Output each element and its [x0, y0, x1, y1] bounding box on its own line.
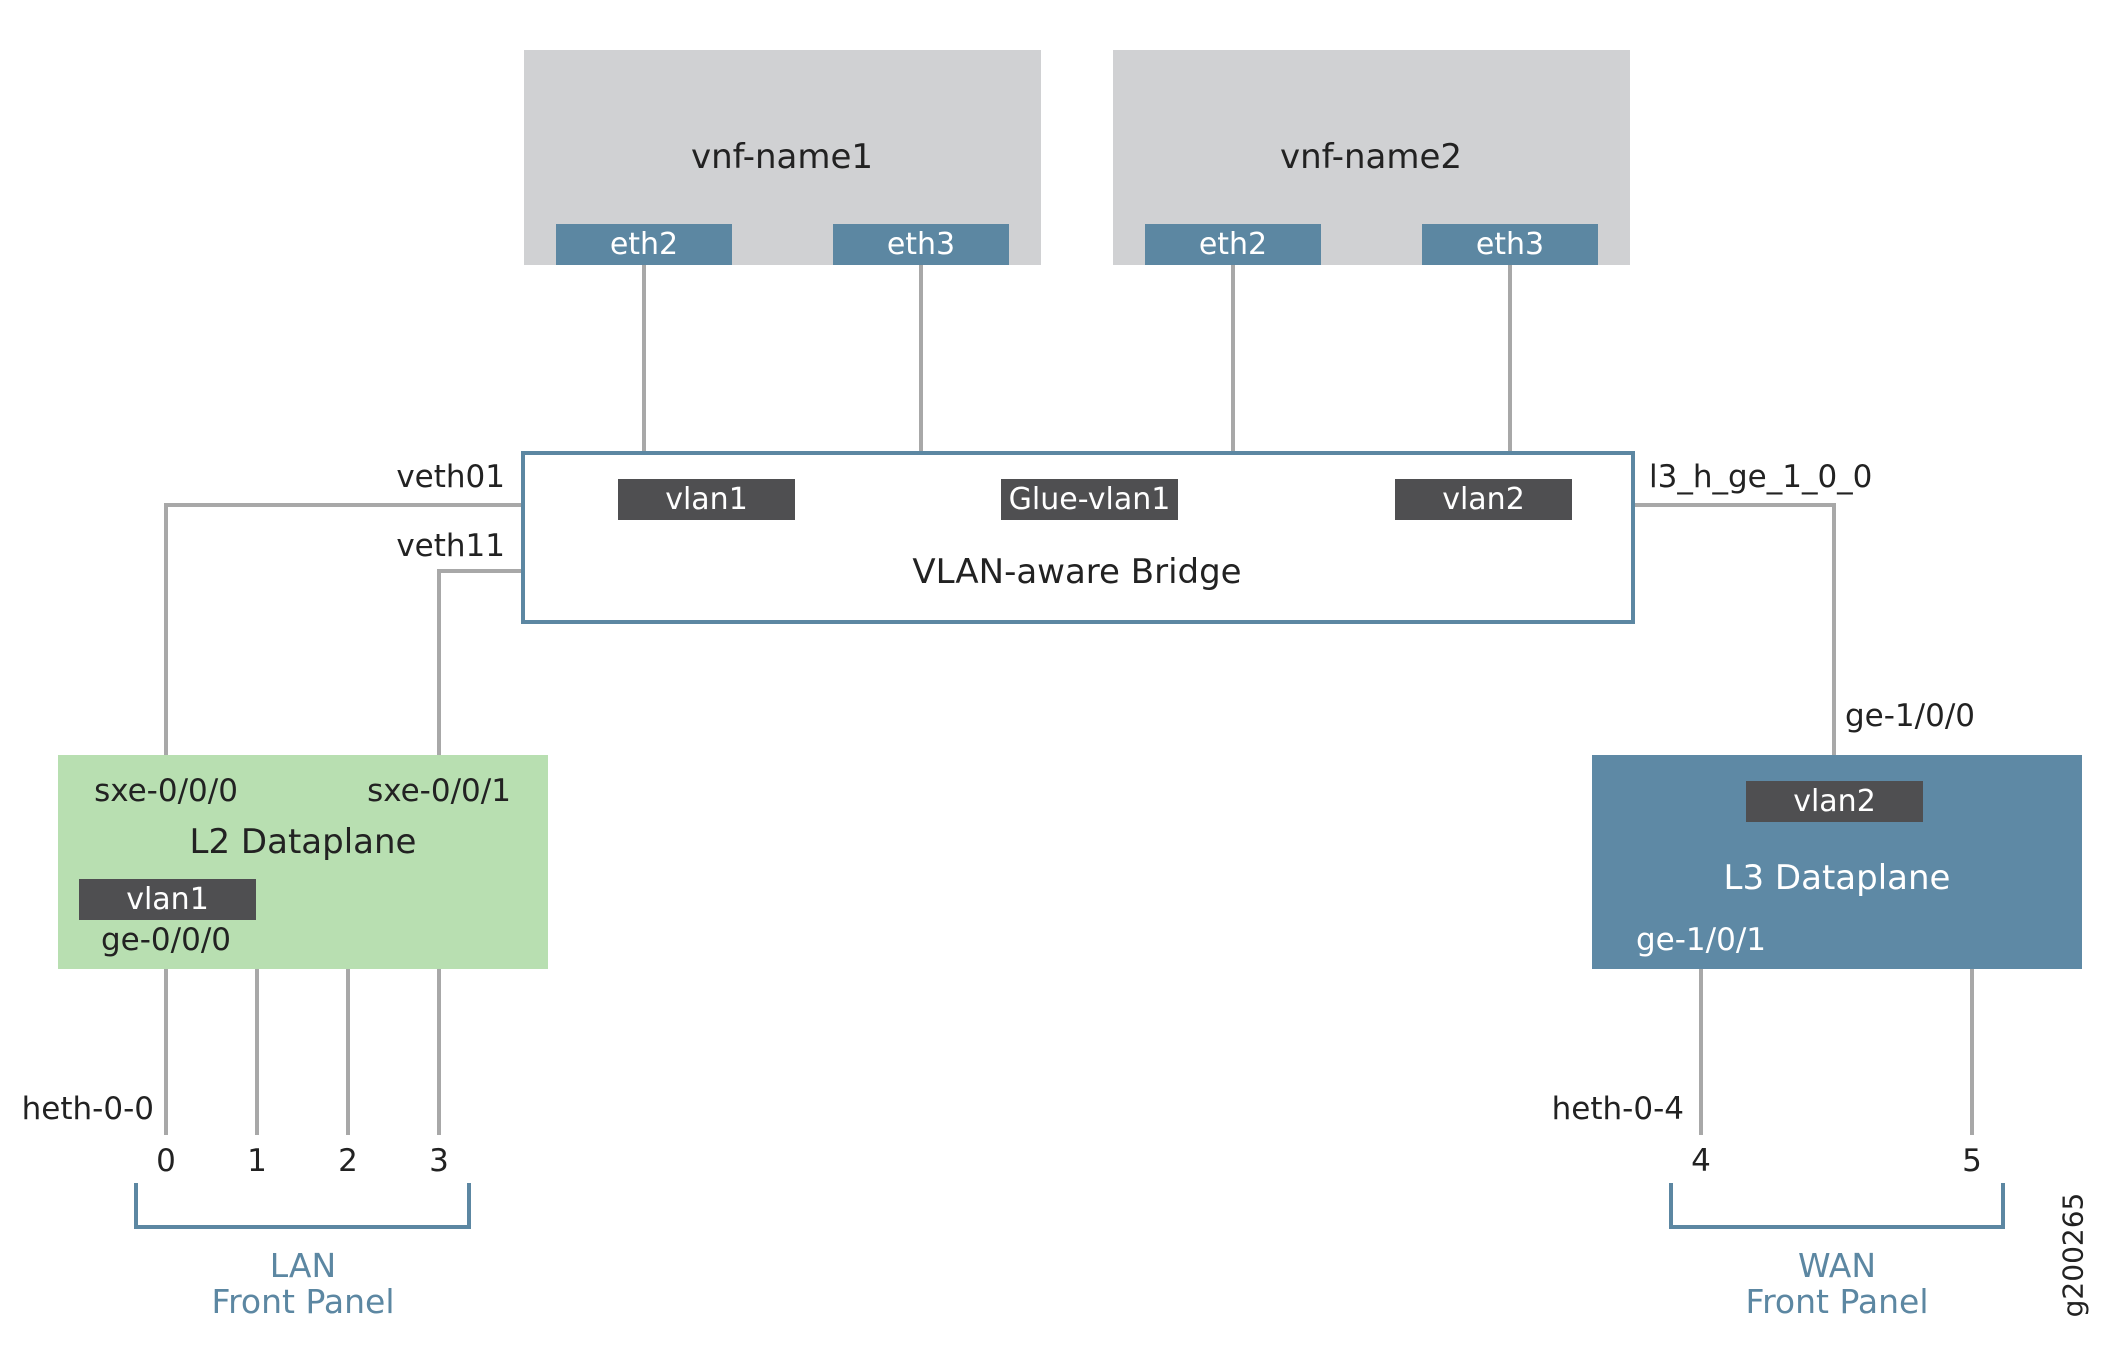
- lan-front-panel-label: LAN Front Panel: [212, 1248, 395, 1320]
- l3-host-port-label: l3_h_ge_1_0_0: [1649, 459, 1873, 495]
- vnf-title: vnf-name2: [1279, 137, 1463, 177]
- ge-0-0-0-label: ge-0/0/0: [101, 922, 231, 958]
- wire-l3-uplink: [1633, 503, 1836, 755]
- heth-0-0-label: heth-0-0: [21, 1091, 154, 1127]
- wan-port-5: 5: [1962, 1143, 1982, 1179]
- sxe-0-0-0-label: sxe-0/0/0: [94, 773, 238, 809]
- heth-0-4-label: heth-0-4: [1551, 1091, 1684, 1127]
- wan-label-line1: WAN: [1797, 1246, 1877, 1285]
- l3-title: L3 Dataplane: [1723, 858, 1951, 898]
- veth11-label: veth11: [396, 528, 505, 564]
- lan-bracket: [134, 1183, 471, 1229]
- vlan-aware-bridge: [521, 451, 1635, 624]
- wan-bracket: [1669, 1183, 2005, 1229]
- ge-1-0-0-label: ge-1/0/0: [1845, 698, 1975, 734]
- wan-label-line2: Front Panel: [1745, 1282, 1929, 1321]
- port-eth2: eth2: [556, 224, 732, 265]
- l3-vlan2: vlan2: [1746, 781, 1923, 822]
- bridge-glue-vlan1: Glue-vlan1: [1001, 479, 1178, 520]
- ge-1-0-1-label: ge-1/0/1: [1636, 922, 1766, 958]
- lan-port-2: 2: [338, 1143, 358, 1179]
- vnf-title: vnf-name1: [690, 137, 874, 177]
- port-eth2: eth2: [1145, 224, 1321, 265]
- l2-title: L2 Dataplane: [189, 822, 417, 862]
- wire-veth01: [164, 503, 523, 755]
- bridge-vlan1: vlan1: [618, 479, 795, 520]
- l2-vlan1: vlan1: [79, 879, 256, 920]
- lan-label-line2: Front Panel: [211, 1282, 395, 1321]
- wire-veth11: [437, 569, 523, 755]
- wan-port-4: 4: [1691, 1143, 1711, 1179]
- port-eth3: eth3: [1422, 224, 1598, 265]
- port-eth3: eth3: [833, 224, 1009, 265]
- bridge-title: VLAN-aware Bridge: [912, 552, 1242, 592]
- l2-dataplane: [58, 755, 548, 969]
- lan-port-1: 1: [247, 1143, 267, 1179]
- lan-port-3: 3: [429, 1143, 449, 1179]
- veth01-label: veth01: [396, 459, 505, 495]
- lan-label-line1: LAN: [269, 1246, 337, 1285]
- wan-front-panel-label: WAN Front Panel: [1746, 1248, 1929, 1320]
- bridge-vlan2: vlan2: [1395, 479, 1572, 520]
- lan-port-0: 0: [156, 1143, 176, 1179]
- sxe-0-0-1-label: sxe-0/0/1: [367, 773, 511, 809]
- figure-id: g200265: [2056, 1192, 2090, 1318]
